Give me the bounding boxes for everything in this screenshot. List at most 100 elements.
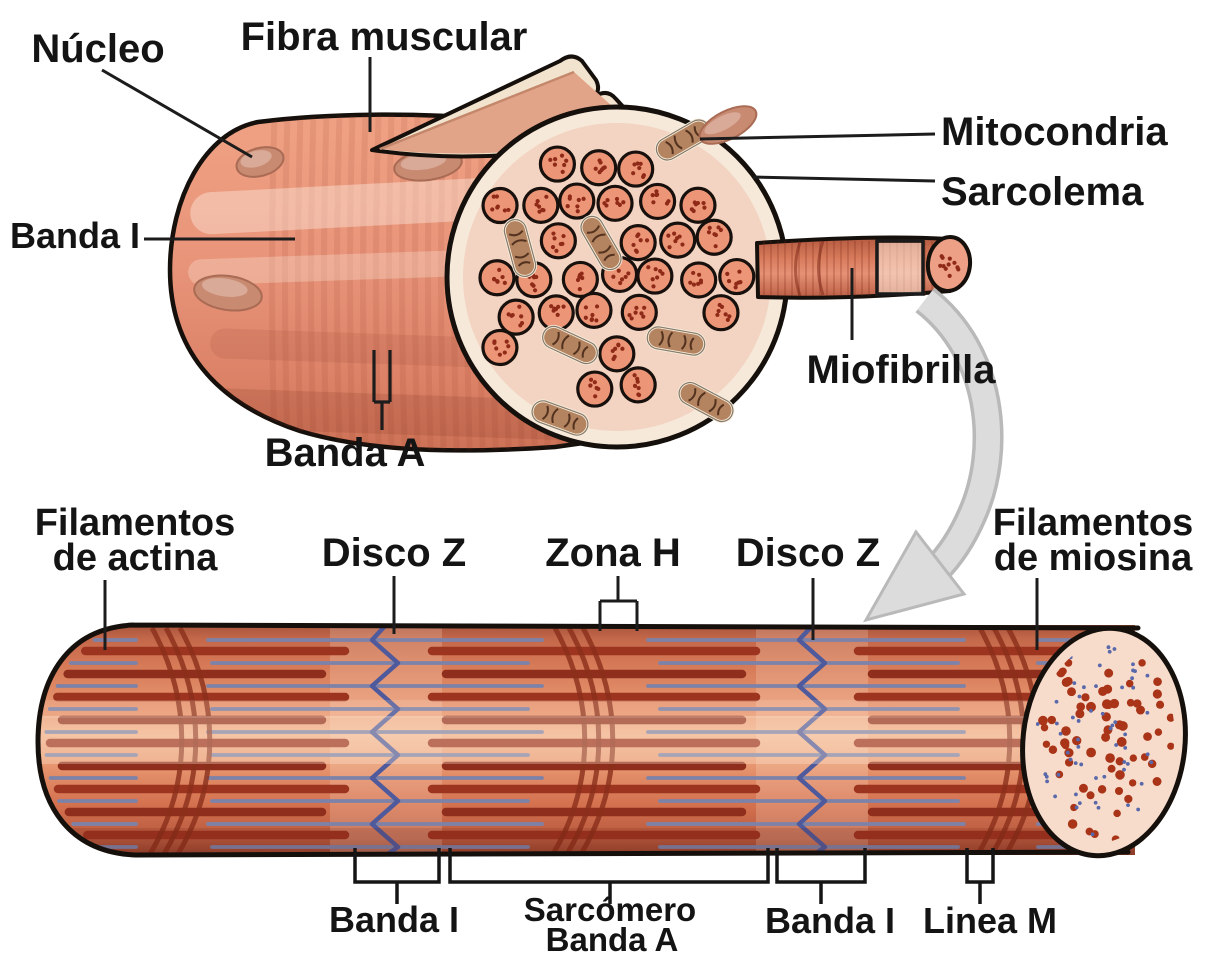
myofibril-dot bbox=[575, 209, 580, 214]
miosina-dot bbox=[1061, 726, 1071, 736]
myofibril-dot bbox=[495, 204, 500, 209]
myofibril-circle bbox=[539, 222, 577, 260]
fiber-striation-line bbox=[308, 114, 317, 451]
miosina-dot bbox=[1153, 677, 1162, 687]
cap-dot bbox=[940, 255, 945, 260]
myofibril-dot bbox=[701, 200, 706, 206]
myofibril-dot bbox=[689, 207, 694, 212]
myofibril-dot bbox=[626, 271, 631, 276]
myofibril-dot bbox=[502, 280, 507, 285]
bracket-zona-h bbox=[598, 576, 639, 631]
myofibril-dot bbox=[594, 318, 599, 323]
myofibril-dot bbox=[583, 315, 588, 320]
miosina-dot bbox=[1167, 742, 1175, 750]
miosina-dot bbox=[1143, 732, 1152, 741]
fiber-nuclei bbox=[193, 146, 463, 312]
myofibril-dot bbox=[718, 227, 723, 233]
myofibril-dot bbox=[562, 162, 567, 168]
myofibril-dot bbox=[736, 280, 741, 285]
myofibril-dot bbox=[494, 346, 499, 351]
myofibril-dot bbox=[519, 314, 524, 319]
myofibril-dot bbox=[490, 207, 495, 212]
myofibril-dot bbox=[548, 157, 553, 162]
actina-dot bbox=[1073, 761, 1078, 766]
myofibril-circle bbox=[619, 224, 657, 262]
myofibril-dot bbox=[702, 205, 707, 210]
myofibril-dot bbox=[588, 377, 594, 382]
label-mitocondria: Mitocondria bbox=[941, 110, 1168, 154]
actina-dot bbox=[1076, 744, 1081, 749]
miosina-dot bbox=[1152, 689, 1162, 699]
myofibril-dot bbox=[604, 203, 609, 208]
mitochondrion-outline bbox=[646, 326, 706, 356]
actina-dot bbox=[1074, 805, 1079, 810]
myofibril-dot bbox=[627, 312, 632, 318]
mitochondrion-cristae bbox=[508, 230, 531, 267]
miosina-dot bbox=[1115, 770, 1125, 780]
miosina-dot bbox=[1056, 668, 1066, 678]
sarcomere-pattern bbox=[38, 625, 1135, 855]
myofibril-dot bbox=[565, 204, 570, 209]
actina-dot bbox=[1077, 801, 1082, 805]
miosina-dot bbox=[1061, 677, 1071, 687]
myofibril-dot bbox=[550, 245, 556, 250]
mitochondrion-cristae bbox=[541, 405, 579, 430]
myofibril-circle bbox=[702, 294, 740, 332]
myofibril-dot bbox=[555, 312, 560, 317]
myofibril-dot bbox=[635, 376, 640, 381]
actina-dot bbox=[1102, 774, 1107, 779]
actina-dot bbox=[1133, 669, 1137, 674]
myofibril-dot bbox=[560, 169, 565, 175]
actina-dot bbox=[1114, 743, 1119, 747]
label-filamentos-actina-2: de actina bbox=[53, 537, 219, 579]
myofibril-dot bbox=[593, 166, 598, 171]
myofibril-dot bbox=[667, 245, 672, 250]
bracket-sarcomero bbox=[448, 848, 770, 904]
zoom-box bbox=[875, 239, 925, 296]
label-nucleo: Núcleo bbox=[31, 27, 164, 71]
myofibril-dot bbox=[641, 173, 646, 178]
leader-sarcolema bbox=[752, 175, 936, 183]
miosina-dot bbox=[1048, 745, 1058, 754]
myofibril-dot bbox=[616, 343, 621, 348]
top-leader-lines bbox=[101, 57, 936, 430]
mitochondrion-outline bbox=[542, 325, 598, 365]
myofibril-circle bbox=[679, 186, 717, 224]
m-line-arc bbox=[161, 626, 199, 855]
actina-dot bbox=[1076, 719, 1081, 723]
fiber-cross-section bbox=[444, 104, 790, 450]
myofibril-dot bbox=[597, 169, 602, 175]
miosina-dot bbox=[1105, 753, 1115, 763]
miosina-dot bbox=[1097, 785, 1107, 794]
m-line-arc bbox=[564, 626, 602, 855]
miosina-dot bbox=[1047, 715, 1057, 725]
miosina-dot bbox=[1115, 757, 1124, 766]
label-zona-h: Zona H bbox=[545, 531, 681, 575]
myofibril-dot bbox=[655, 192, 660, 197]
myofibril-dot bbox=[623, 274, 628, 280]
m-line-arc bbox=[550, 626, 588, 855]
actina-dot bbox=[1058, 731, 1063, 736]
myofibril-circle bbox=[481, 328, 519, 367]
myofibril-dot bbox=[691, 270, 696, 276]
miosina-dot bbox=[1135, 705, 1145, 715]
miosina-dot bbox=[1081, 693, 1090, 702]
myofibril-dot bbox=[642, 305, 647, 310]
miosina-dot bbox=[1086, 701, 1096, 712]
myofibril-dot bbox=[696, 281, 701, 287]
myofibril-dot bbox=[716, 308, 721, 314]
actina-dot bbox=[1100, 711, 1105, 716]
myofibril-dot bbox=[634, 305, 639, 310]
myofibril-circle bbox=[596, 184, 634, 222]
myofibril-dot bbox=[551, 231, 556, 236]
miosina-dot bbox=[1129, 754, 1138, 762]
myofibril-dot bbox=[502, 350, 507, 355]
label-disco-z-left: Disco Z bbox=[322, 531, 466, 575]
arrow-head bbox=[862, 529, 967, 623]
miosina-dot bbox=[1116, 737, 1127, 747]
myofibril-dot bbox=[494, 194, 500, 199]
actina-dot bbox=[1122, 767, 1126, 772]
myofibril-dot bbox=[552, 236, 557, 241]
miosina-dot bbox=[1166, 713, 1175, 722]
myofibril-dot bbox=[619, 277, 625, 282]
